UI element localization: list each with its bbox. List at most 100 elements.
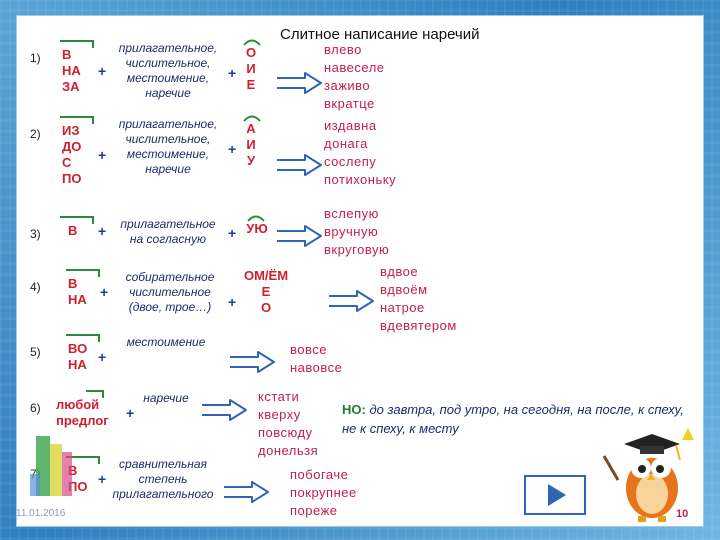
prefix-item: предлог xyxy=(56,413,109,428)
example-word: побогаче xyxy=(290,467,349,482)
example-words: побогаче покрупнее пореже xyxy=(290,466,357,520)
books-icon xyxy=(30,436,72,496)
example-word: донельзя xyxy=(258,443,319,458)
plus-sign: + xyxy=(98,471,107,487)
play-button[interactable] xyxy=(524,475,586,515)
description-line: наречие xyxy=(145,86,191,100)
plus-sign: + xyxy=(100,284,109,300)
description-line: степень xyxy=(138,472,188,486)
prefix-bracket xyxy=(66,269,100,277)
example-word: вручную xyxy=(324,224,379,239)
prefix-list: В xyxy=(68,223,77,239)
note-label: НО: xyxy=(342,402,366,417)
prefix-item: В xyxy=(68,463,78,478)
plus-sign: + xyxy=(98,349,107,365)
prefix-item: любой xyxy=(56,397,100,412)
prefix-item: ПО xyxy=(68,479,88,494)
example-word: заживо xyxy=(324,78,371,93)
suffix-item: О xyxy=(260,300,272,315)
word-class-description: наречие xyxy=(136,391,196,406)
example-word: вдевятером xyxy=(380,318,457,333)
prefix-item: НА xyxy=(68,292,87,307)
description-line: прилагательное, xyxy=(118,41,218,55)
rule-number: 2) xyxy=(30,127,41,141)
word-class-description: прилагательное,числительное,местоимение,… xyxy=(108,41,228,101)
prefix-item: ПО xyxy=(62,171,82,186)
page-number: 10 xyxy=(676,508,689,520)
example-words: вовсе навовсе xyxy=(290,341,342,377)
rule-number: 4) xyxy=(30,280,41,294)
plus-sign: + xyxy=(228,225,237,241)
description-line: местоимение xyxy=(126,335,206,349)
prefix-item: В xyxy=(68,276,78,291)
suffix-arc-icon xyxy=(243,115,261,122)
description-line: прилагательное xyxy=(120,217,216,231)
example-word: повсюду xyxy=(258,425,313,440)
example-word: натрое xyxy=(380,300,425,315)
example-word: влево xyxy=(324,42,362,57)
double-arrow-icon xyxy=(202,399,247,421)
prefix-bracket xyxy=(60,40,94,48)
prefix-item: В xyxy=(62,47,72,62)
prefix-bracket xyxy=(66,456,100,464)
example-word: покрупнее xyxy=(290,485,357,500)
example-word: вкруговую xyxy=(324,242,390,257)
suffix-item: И xyxy=(246,137,256,152)
example-word: вовсе xyxy=(290,342,327,357)
prefix-item: ИЗ xyxy=(62,123,80,138)
slide-date: 11.01.2016 xyxy=(16,508,66,519)
double-arrow-icon xyxy=(230,351,275,373)
example-word: вдвое xyxy=(380,264,419,279)
double-arrow-icon xyxy=(329,290,374,312)
double-arrow-icon xyxy=(277,72,322,94)
description-line: наречие xyxy=(143,391,189,405)
example-word: вкратце xyxy=(324,96,375,111)
double-arrow-icon xyxy=(224,481,269,503)
suffix-item: Е xyxy=(261,284,271,299)
example-word: навовсе xyxy=(290,360,343,375)
description-line: числительное xyxy=(129,285,211,299)
prefix-item: В xyxy=(68,223,78,238)
prefix-bracket xyxy=(60,116,94,124)
example-word: навеселе xyxy=(324,60,385,75)
suffix-item: Е xyxy=(246,77,256,92)
note-text: до завтра, под утро, на сегодня, на посл… xyxy=(342,402,684,436)
rule-number: 1) xyxy=(30,51,41,65)
example-words: влево навеселе заживо вкратце xyxy=(324,41,385,113)
double-arrow-icon xyxy=(277,225,322,247)
prefix-item: ДО xyxy=(62,139,82,154)
example-word: донага xyxy=(324,136,368,151)
word-class-description: прилагательное,числительное,местоимение,… xyxy=(108,117,228,177)
plus-sign: + xyxy=(98,223,107,239)
suffix-item: И xyxy=(246,61,256,76)
prefix-item: ВО xyxy=(68,341,88,356)
suffix-arc-icon xyxy=(247,215,265,222)
example-word: кверху xyxy=(258,407,301,422)
description-line: местоимение, xyxy=(126,71,210,85)
suffix-item: А xyxy=(246,121,256,136)
description-line: числительное, xyxy=(125,56,211,70)
suffix-list: УЮ xyxy=(242,221,272,237)
description-line: собирательное xyxy=(125,270,215,284)
double-arrow-icon xyxy=(277,154,322,176)
plus-sign: + xyxy=(228,294,237,310)
example-word: издавна xyxy=(324,118,377,133)
suffix-item: У xyxy=(246,153,256,168)
example-word: пореже xyxy=(290,503,338,518)
suffix-item: УЮ xyxy=(246,221,268,236)
description-line: числительное, xyxy=(125,132,211,146)
play-icon xyxy=(548,484,566,506)
description-line: наречие xyxy=(145,162,191,176)
example-word: потихоньку xyxy=(324,172,397,187)
